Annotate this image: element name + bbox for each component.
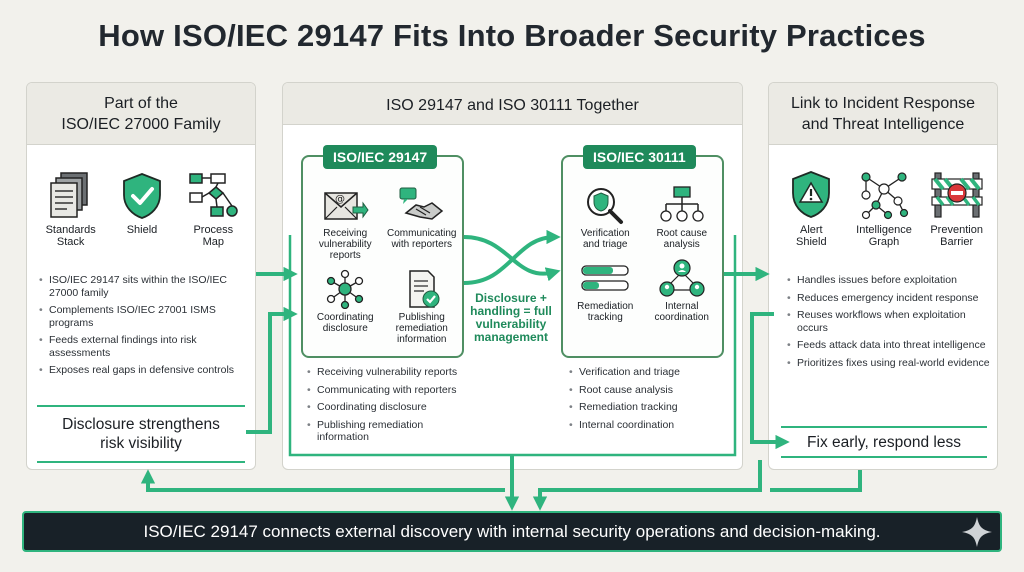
tree-diagram-icon (660, 186, 704, 222)
icon-label: Shield (126, 224, 158, 236)
right-panel-connector (770, 470, 862, 492)
progress-bar-icon (581, 265, 629, 291)
panel-heading: ISO 29147 and ISO 30111 Together (283, 83, 742, 125)
iso29147-bullet-list: Receiving vulnerability reports Communic… (307, 366, 467, 449)
list-item: Prioritizes fixes using real-world evide… (787, 357, 993, 370)
documents-stack-icon (49, 172, 88, 218)
list-item: Feeds attack data into threat intelligen… (787, 339, 993, 352)
list-item: Verification and triage (569, 366, 729, 379)
magnifier-shield-icon (587, 188, 624, 224)
intelligence-graph-icon (861, 172, 909, 220)
list-item: Receiving vulnerability reports (307, 366, 467, 379)
list-item: Remediation tracking (569, 401, 729, 414)
iso27000-family-panel: Part of the ISO/IEC 27000 Family Standar… (26, 82, 256, 470)
people-network-icon (659, 259, 705, 297)
alert-shield-icon (792, 171, 831, 218)
left-bullet-list: ISO/IEC 29147 sits within the ISO/IEC 27… (39, 274, 247, 382)
heading-line: Link to Incident Response (790, 95, 976, 112)
list-item: Reduces emergency incident response (787, 292, 993, 305)
list-item: Internal coordination (569, 419, 729, 432)
sparkle-icon (962, 517, 992, 547)
heading-line: and Threat Intelligence (801, 116, 965, 133)
network-hub-icon (327, 269, 364, 309)
right-bullet-list: Handles issues before exploitation Reduc… (787, 274, 993, 374)
panel-heading: Part of the ISO/IEC 27000 Family (27, 83, 255, 145)
list-item: Feeds external findings into risk assess… (39, 334, 247, 359)
process-map-icon (189, 173, 239, 217)
footer-to-left-arrow (140, 469, 505, 492)
iso30111-tag: ISO/IEC 30111 (583, 145, 696, 169)
shield-check-icon (123, 173, 161, 219)
list-item: Root cause analysis (569, 384, 729, 397)
svg-text:@: @ (335, 194, 345, 205)
list-item: Complements ISO/IEC 27001 ISMS programs (39, 304, 247, 329)
list-item: Exposes real gaps in defensive controls (39, 364, 247, 377)
iso30111-bullet-list: Verification and triage Root cause analy… (569, 366, 729, 436)
handshake-icon (399, 187, 443, 220)
heading-line: ISO/IEC 27000 Family (61, 116, 221, 133)
page-title: How ISO/IEC 29147 Fits Into Broader Secu… (98, 18, 926, 53)
list-item: ISO/IEC 29147 sits within the ISO/IEC 27… (39, 274, 247, 299)
left-callout: Disclosure strengthens risk visibility (37, 405, 245, 463)
document-check-icon (409, 270, 440, 308)
iso29147-tag: ISO/IEC 29147 (323, 145, 438, 169)
heading-line: Part of the (104, 95, 178, 112)
envelope-icon: @ (324, 192, 369, 220)
list-item: Coordinating disclosure (307, 401, 467, 414)
list-item: Communicating with reporters (307, 384, 467, 397)
list-item: Handles issues before exploitation (787, 274, 993, 287)
list-item: Reuses workflows when exploitation occur… (787, 309, 993, 334)
summary-footer-bar: ISO/IEC 29147 connects external discover… (22, 511, 1002, 552)
incident-response-panel: Link to Incident Response and Threat Int… (768, 82, 998, 470)
disclosure-handling-note: Disclosure + handling = full vulnerabili… (470, 291, 552, 344)
barrier-icon (931, 172, 983, 218)
right-callout: Fix early, respond less (781, 426, 987, 458)
list-item: Publishing remediation information (307, 419, 467, 444)
shield-item: Shield (106, 171, 177, 248)
panel-heading: Link to Incident Response and Threat Int… (769, 83, 997, 145)
